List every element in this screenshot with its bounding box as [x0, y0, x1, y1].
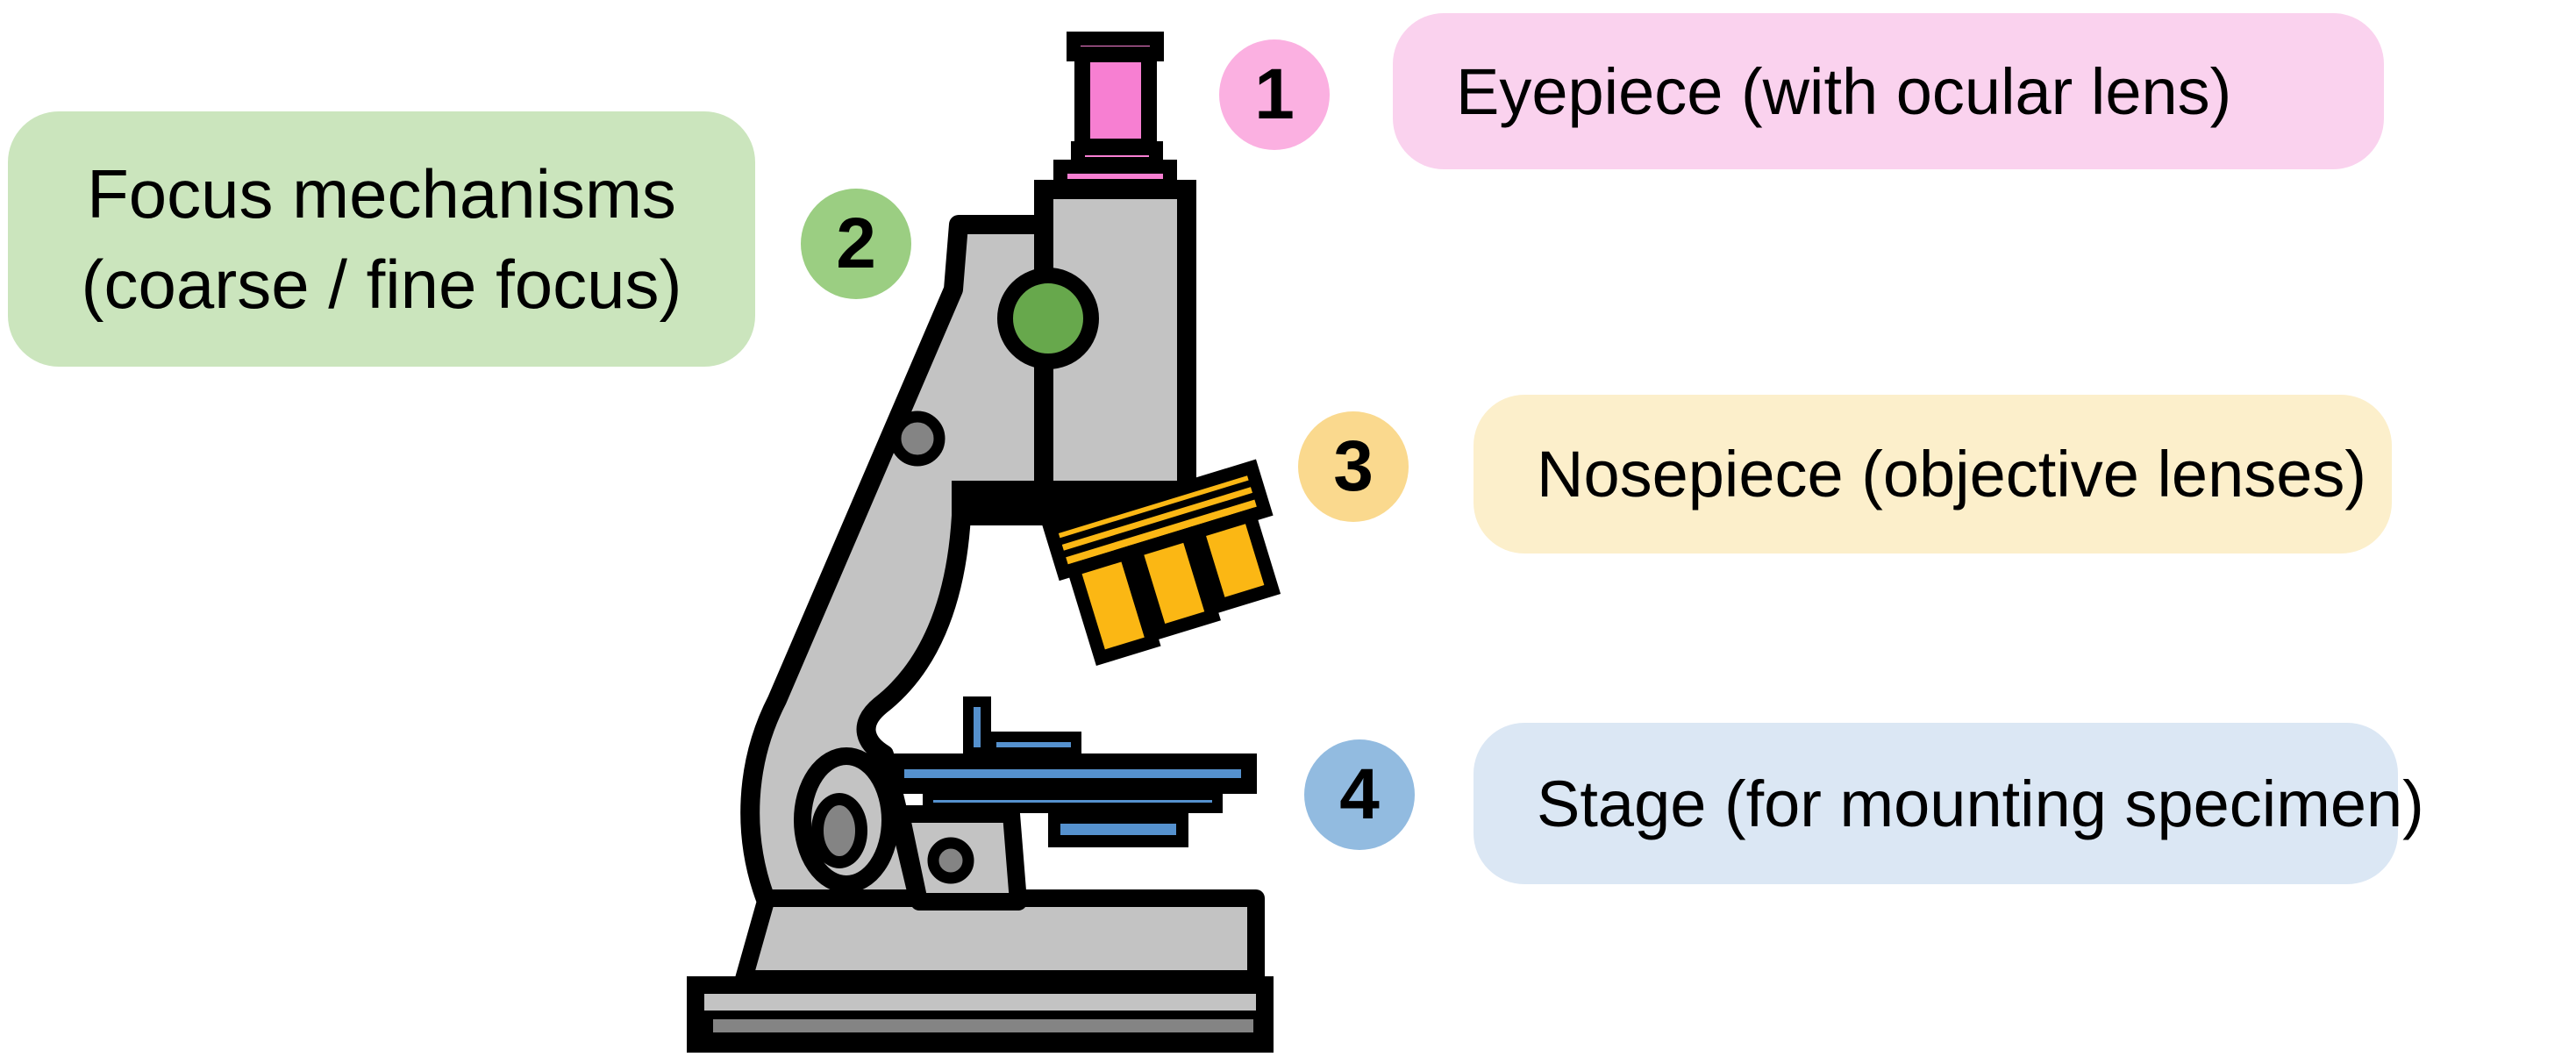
callout-label-nosepiece: Nosepiece (objective lenses) — [1474, 395, 2392, 553]
objective-lens-1 — [1065, 545, 1161, 667]
callout-text: Eyepiece (with ocular lens) — [1456, 54, 2232, 128]
bracket-joint-knob — [927, 837, 974, 884]
badge-number: 2 — [836, 204, 876, 283]
callout-badge-1: 1 — [1219, 39, 1330, 150]
callout-badge-3: 3 — [1298, 411, 1409, 522]
badge-number: 4 — [1339, 754, 1380, 834]
objective-lens-2 — [1127, 526, 1221, 640]
coarse-focus-knob — [997, 268, 1099, 369]
eyepiece-base-flange — [1053, 160, 1177, 193]
objective-lens-3 — [1189, 507, 1281, 614]
eyepiece-neck — [1074, 46, 1157, 154]
callout-badge-4: 4 — [1304, 739, 1415, 850]
nosepiece-turret — [1042, 459, 1281, 667]
stage-plate-main — [888, 753, 1257, 794]
badge-number: 3 — [1333, 426, 1374, 506]
stage-clip-post — [963, 696, 991, 758]
callout-label-stage: Stage (for mounting specimen) — [1474, 723, 2424, 884]
base-strip — [704, 1011, 1262, 1041]
badge-number: 1 — [1254, 54, 1295, 134]
callout-text: Stage (for mounting specimen) — [1537, 767, 2424, 840]
callout-text-line1: Focus mechanisms — [87, 154, 676, 232]
callout-text-line2: (coarse / fine focus) — [81, 245, 682, 323]
stage-clip-bar — [986, 732, 1081, 758]
callout-label-focus-mechanisms: Focus mechanisms (coarse / fine focus) — [8, 111, 755, 367]
callout-label-eyepiece: Eyepiece (with ocular lens) — [1393, 13, 2384, 169]
fine-focus-knob — [889, 411, 945, 467]
pivot-joint-inner — [811, 793, 867, 868]
stage-plate-lower — [1048, 811, 1188, 847]
callout-text: Nosepiece (objective lenses) — [1537, 438, 2367, 511]
callout-badge-2: 2 — [801, 189, 911, 299]
microscope-arm — [740, 215, 1053, 911]
stage-plate-mid — [923, 789, 1223, 813]
